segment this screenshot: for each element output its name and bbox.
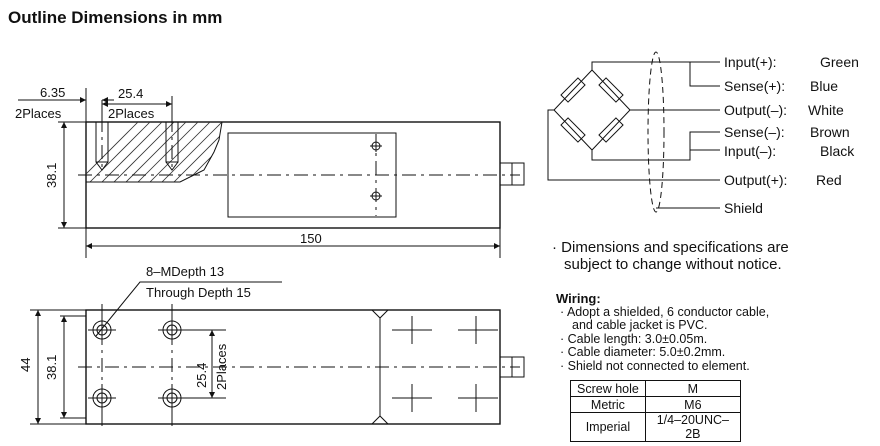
dim-25-4: 25.4 xyxy=(118,86,143,101)
table-header-cell: Screw hole xyxy=(570,380,646,397)
thread-callout-1: 8–MDepth 13 xyxy=(146,264,224,279)
dim-6-35: 6.35 xyxy=(40,85,65,100)
dim-150: 150 xyxy=(300,231,322,246)
notice-line-2: subject to change without notice. xyxy=(564,256,782,273)
table-cell: Imperial xyxy=(570,412,646,442)
wire-color: Red xyxy=(816,172,842,188)
spec-notice: · Dimensions and specifications are subj… xyxy=(552,239,789,273)
top-view: 8–MDepth 13 Through Depth 15 44 38.1 25.… xyxy=(18,264,525,430)
wire-label: Input(–): xyxy=(724,143,777,159)
wire-label: Output(–): xyxy=(724,102,788,118)
page-title: Outline Dimensions in mm xyxy=(8,8,223,27)
table-cell: M6 xyxy=(644,396,741,413)
bridge-schematic xyxy=(547,51,720,213)
wire-color: Brown xyxy=(810,124,850,140)
table-cell: Metric xyxy=(570,396,646,413)
dim-25-4-top-note: 2Places xyxy=(214,343,229,390)
dim-6-35-note: 2Places xyxy=(15,106,62,121)
wire-input-plus: Input(+): Green xyxy=(724,54,859,71)
table-row: Imperial 1/4–20UNC–2B xyxy=(570,412,741,442)
wire-label: Sense(+): xyxy=(724,78,786,94)
notice-line-1: · Dimensions and specifications are xyxy=(552,239,789,256)
wire-output-plus: Output(+): Red xyxy=(724,172,842,189)
wire-sense-minus: Sense(–): Brown xyxy=(724,124,850,141)
wire-label: Shield xyxy=(724,200,763,216)
wire-sense-plus: Sense(+): Blue xyxy=(724,78,838,95)
wire-color: White xyxy=(808,102,844,118)
table-cell: 1/4–20UNC–2B xyxy=(644,412,741,442)
side-view: 6.35 2Places 25.4 2Places 38.1 150 xyxy=(15,85,525,258)
wire-color: Blue xyxy=(810,78,839,94)
dim-44: 44 xyxy=(18,358,33,372)
wire-label: Input(+): xyxy=(724,54,777,70)
wire-shield: Shield xyxy=(724,200,763,217)
wire-label: Output(+): xyxy=(724,172,788,188)
wire-label: Sense(–): xyxy=(724,124,785,140)
thread-callout-2: Through Depth 15 xyxy=(146,285,251,300)
dim-38-1-side: 38.1 xyxy=(44,163,59,188)
hatched-section xyxy=(86,122,222,182)
table-header-cell: M xyxy=(644,380,741,397)
dim-25-4-top: 25.4 xyxy=(194,363,209,388)
dim-38-1-top: 38.1 xyxy=(44,355,59,380)
dim-25-4-note: 2Places xyxy=(108,106,155,121)
screw-hole-table: Screw hole M Metric M6 Imperial 1/4–20UN… xyxy=(570,380,741,442)
wiring-item: · Adopt a shielded, 6 conductor cable, xyxy=(560,304,770,319)
wire-output-minus: Output(–): White xyxy=(724,102,844,119)
wire-color: Black xyxy=(820,143,855,159)
table-row: Metric M6 xyxy=(570,396,741,413)
wire-input-minus: Input(–): Black xyxy=(724,143,854,160)
table-row: Screw hole M xyxy=(570,380,741,397)
wiring-item: and cable jacket is PVC. xyxy=(572,318,708,333)
wiring-heading: Wiring: xyxy=(556,291,601,306)
wiring-item: · Cable length: 3.0±0.05m. xyxy=(560,331,708,346)
wiring-notes: Wiring: · Adopt a shielded, 6 conductor … xyxy=(556,292,769,374)
wire-color: Green xyxy=(820,54,859,70)
wiring-item: · Cable diameter: 5.0±0.2mm. xyxy=(560,345,726,360)
wiring-item: · Shield not connected to element. xyxy=(560,358,750,373)
